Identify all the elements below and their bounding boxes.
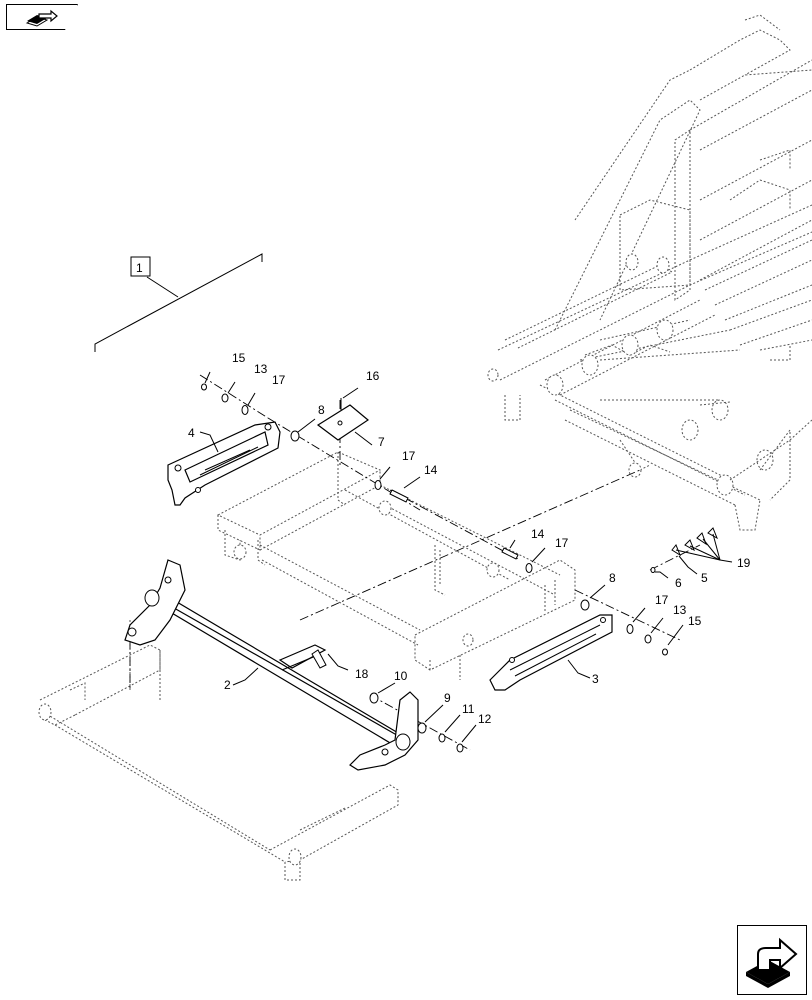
part-3-bracket bbox=[489, 614, 613, 691]
callout-8-right: 8 bbox=[609, 571, 616, 585]
book-arrow-icon bbox=[25, 9, 58, 27]
lower-subframe bbox=[38, 620, 399, 881]
callout-13-right: 13 bbox=[673, 603, 687, 617]
callout-18: 18 bbox=[355, 667, 369, 681]
assembly-bracket bbox=[94, 253, 263, 352]
part-4-bracket bbox=[167, 421, 281, 506]
callout-labels: 1 2 3 4 5 6 7 8 8 9 10 11 12 13 13 14 14… bbox=[136, 261, 751, 726]
leader-lines bbox=[199, 371, 733, 743]
part-7-plate bbox=[316, 404, 370, 441]
forward-navigation-button[interactable] bbox=[737, 925, 807, 995]
callout-9: 9 bbox=[444, 691, 451, 705]
callout-17-right-upper: 17 bbox=[555, 536, 569, 550]
callout-2: 2 bbox=[224, 678, 231, 692]
part-2-axle bbox=[124, 559, 419, 771]
callout-12: 12 bbox=[478, 712, 492, 726]
callout-13-left: 13 bbox=[254, 362, 268, 376]
callout-14-lower: 14 bbox=[531, 527, 545, 541]
callout-17-right-lower: 17 bbox=[655, 593, 669, 607]
callout-15-left: 15 bbox=[232, 351, 246, 365]
callout-19: 19 bbox=[737, 556, 751, 570]
callout-8-upper: 8 bbox=[318, 403, 325, 417]
baler-main-frame bbox=[487, 14, 812, 531]
forward-arrow-icon bbox=[746, 937, 798, 988]
callout-11: 11 bbox=[462, 702, 475, 716]
callout-10: 10 bbox=[394, 669, 408, 683]
callout-7: 7 bbox=[378, 435, 385, 449]
callout-6: 6 bbox=[675, 576, 682, 590]
callout-5: 5 bbox=[701, 571, 708, 585]
callout-14-upper: 14 bbox=[424, 463, 438, 477]
callout-3: 3 bbox=[592, 672, 599, 686]
callout-17-middle: 17 bbox=[402, 449, 416, 463]
upper-subframe bbox=[216, 451, 576, 680]
hardware bbox=[201, 383, 718, 753]
callout-16: 16 bbox=[366, 369, 380, 383]
callout-15-right: 15 bbox=[688, 614, 702, 628]
callout-1: 1 bbox=[136, 261, 143, 275]
callout-4: 4 bbox=[188, 426, 195, 440]
callout-17-left: 17 bbox=[272, 373, 286, 387]
back-navigation-button[interactable] bbox=[6, 4, 78, 30]
